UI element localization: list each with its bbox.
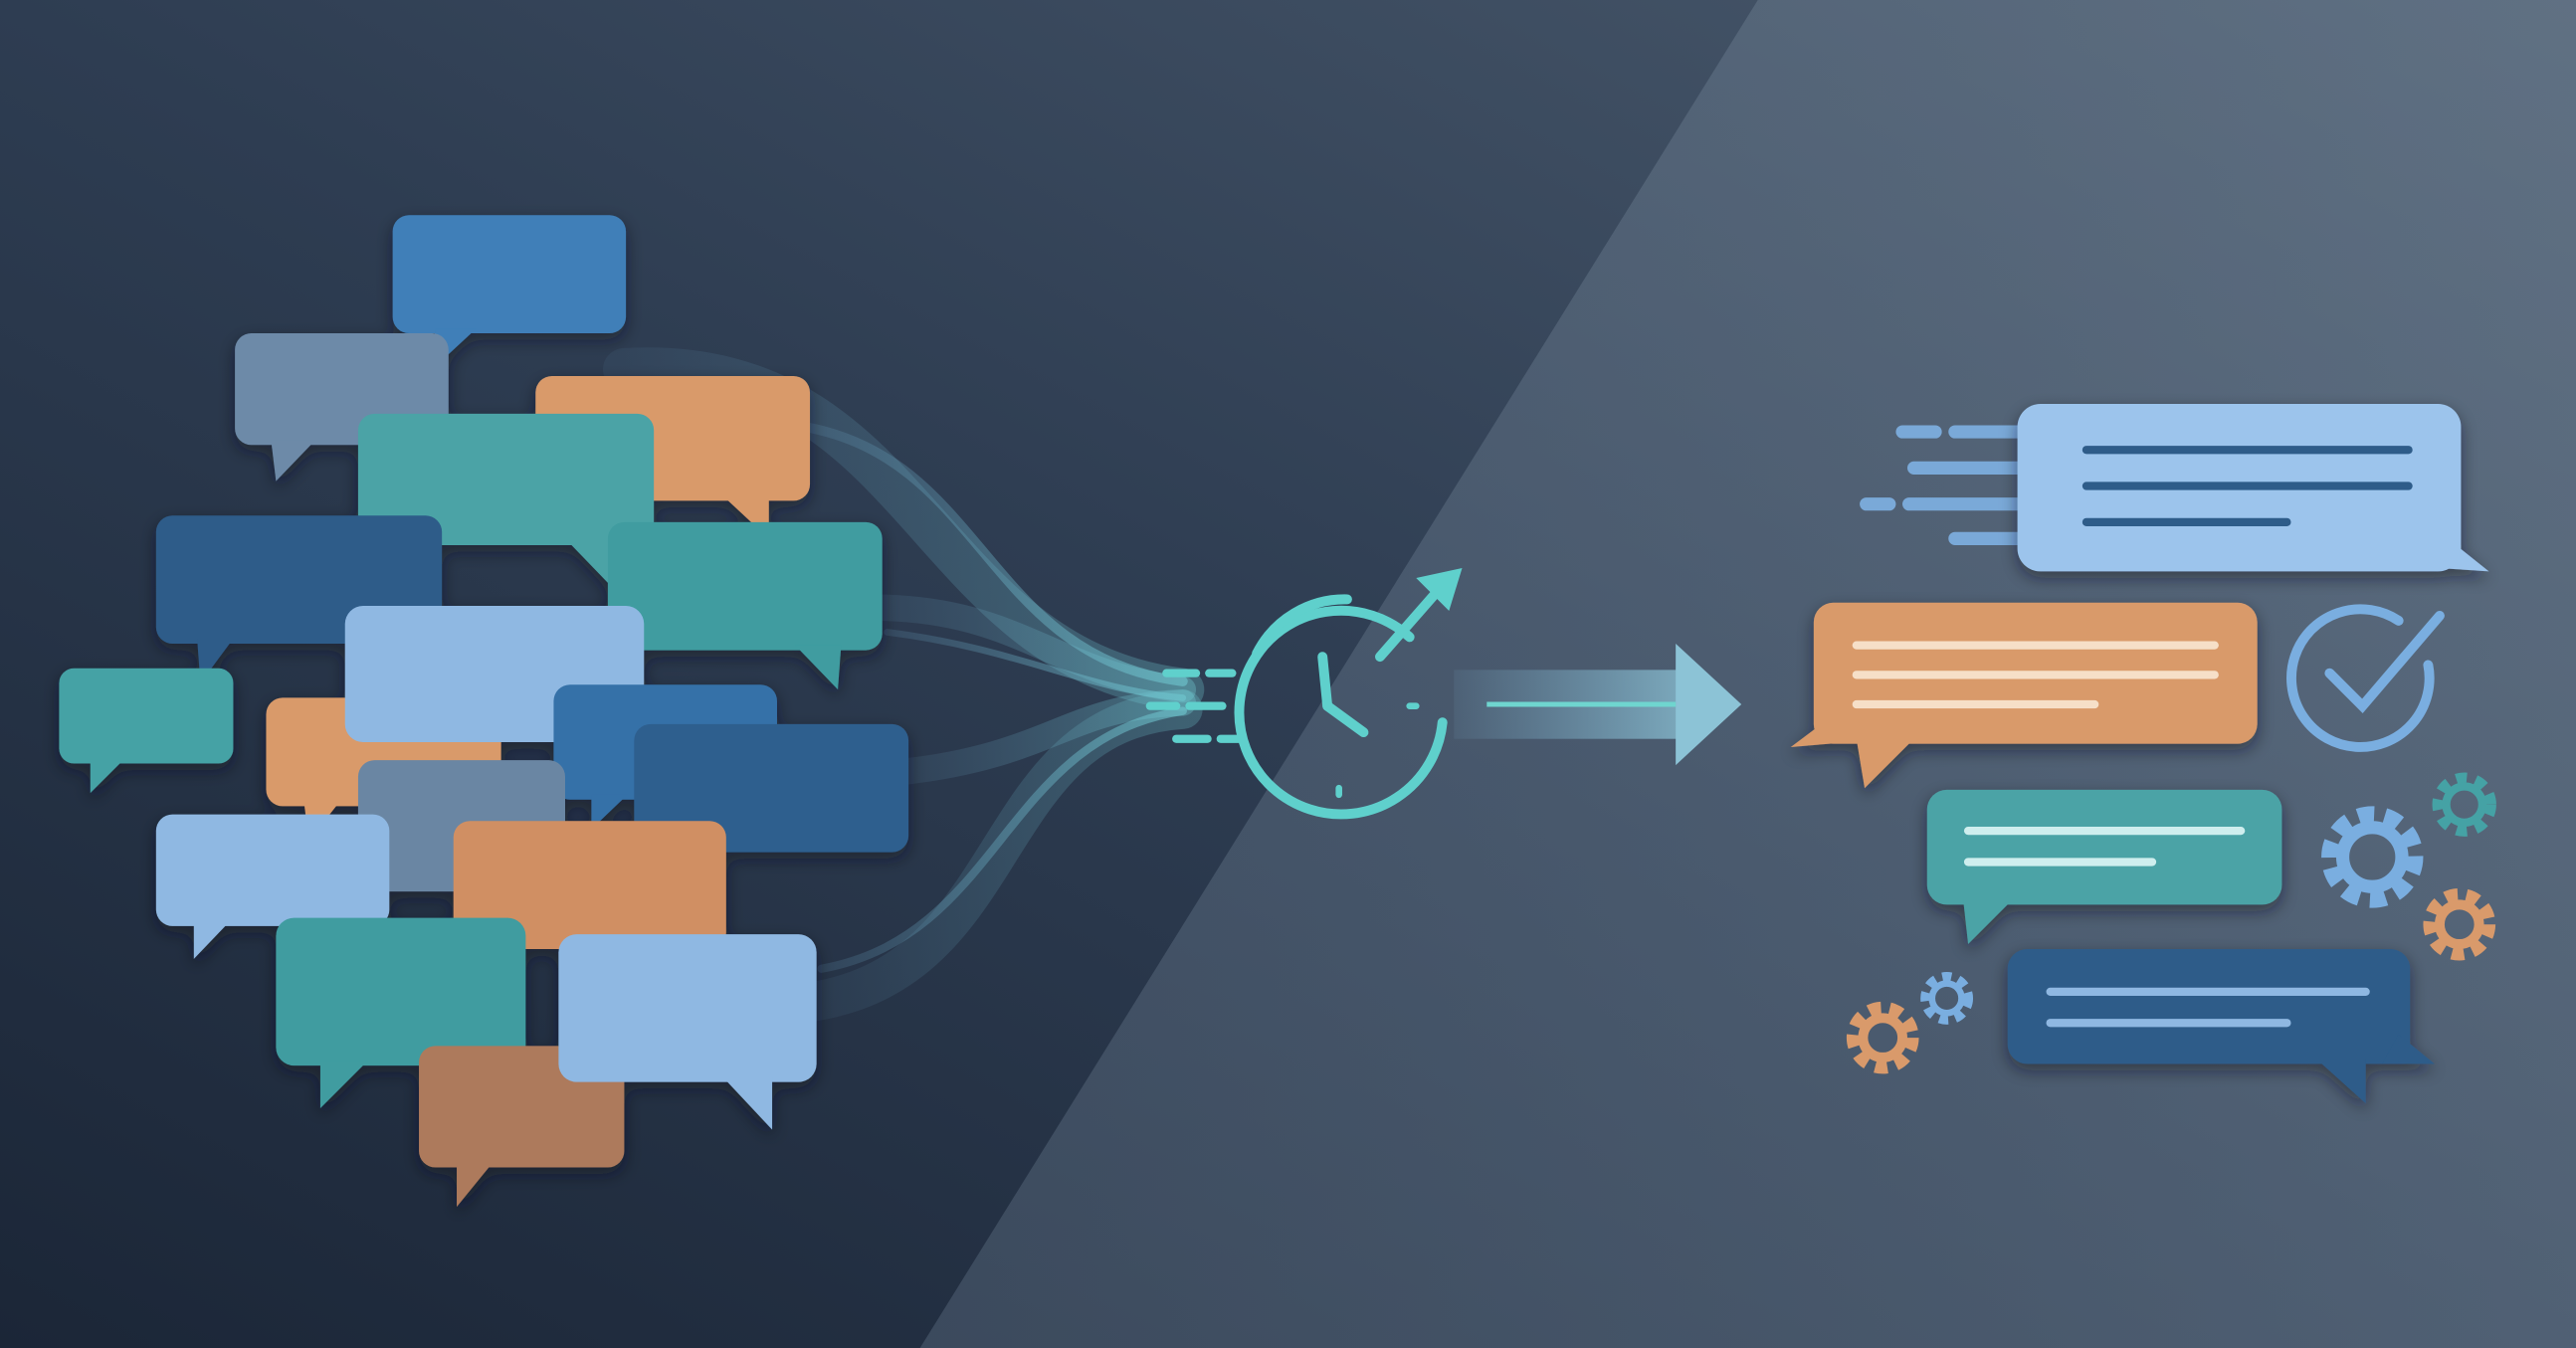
gear-icon	[2321, 806, 2424, 908]
gear-icon	[1920, 972, 1974, 1025]
speed-lines	[1860, 425, 2025, 545]
gear-icon	[1846, 1001, 1919, 1074]
message-bubble-light-blue	[2017, 404, 2489, 572]
chat-bubble	[155, 814, 390, 959]
chat-bubble	[276, 917, 526, 1109]
gears	[1846, 772, 2496, 1074]
checkmark-circle-icon	[2286, 604, 2445, 752]
chat-bubble	[607, 521, 883, 690]
organized-message-bubbles	[1790, 404, 2496, 1104]
chat-bubble	[558, 934, 817, 1130]
chat-bubble	[357, 413, 655, 587]
stopwatch-arrow-icon	[1145, 568, 1463, 820]
chat-bubble	[634, 723, 909, 853]
gear-icon	[2432, 772, 2496, 837]
message-bubble-teal	[1926, 789, 2282, 944]
chat-bubble-cluster	[59, 215, 909, 1208]
message-bubble-dark-blue	[2007, 948, 2436, 1104]
arrow-right-icon	[1454, 643, 1742, 766]
gear-icon	[2423, 887, 2496, 961]
chat-bubble	[59, 668, 234, 794]
message-bubble-orange	[1790, 602, 2258, 789]
